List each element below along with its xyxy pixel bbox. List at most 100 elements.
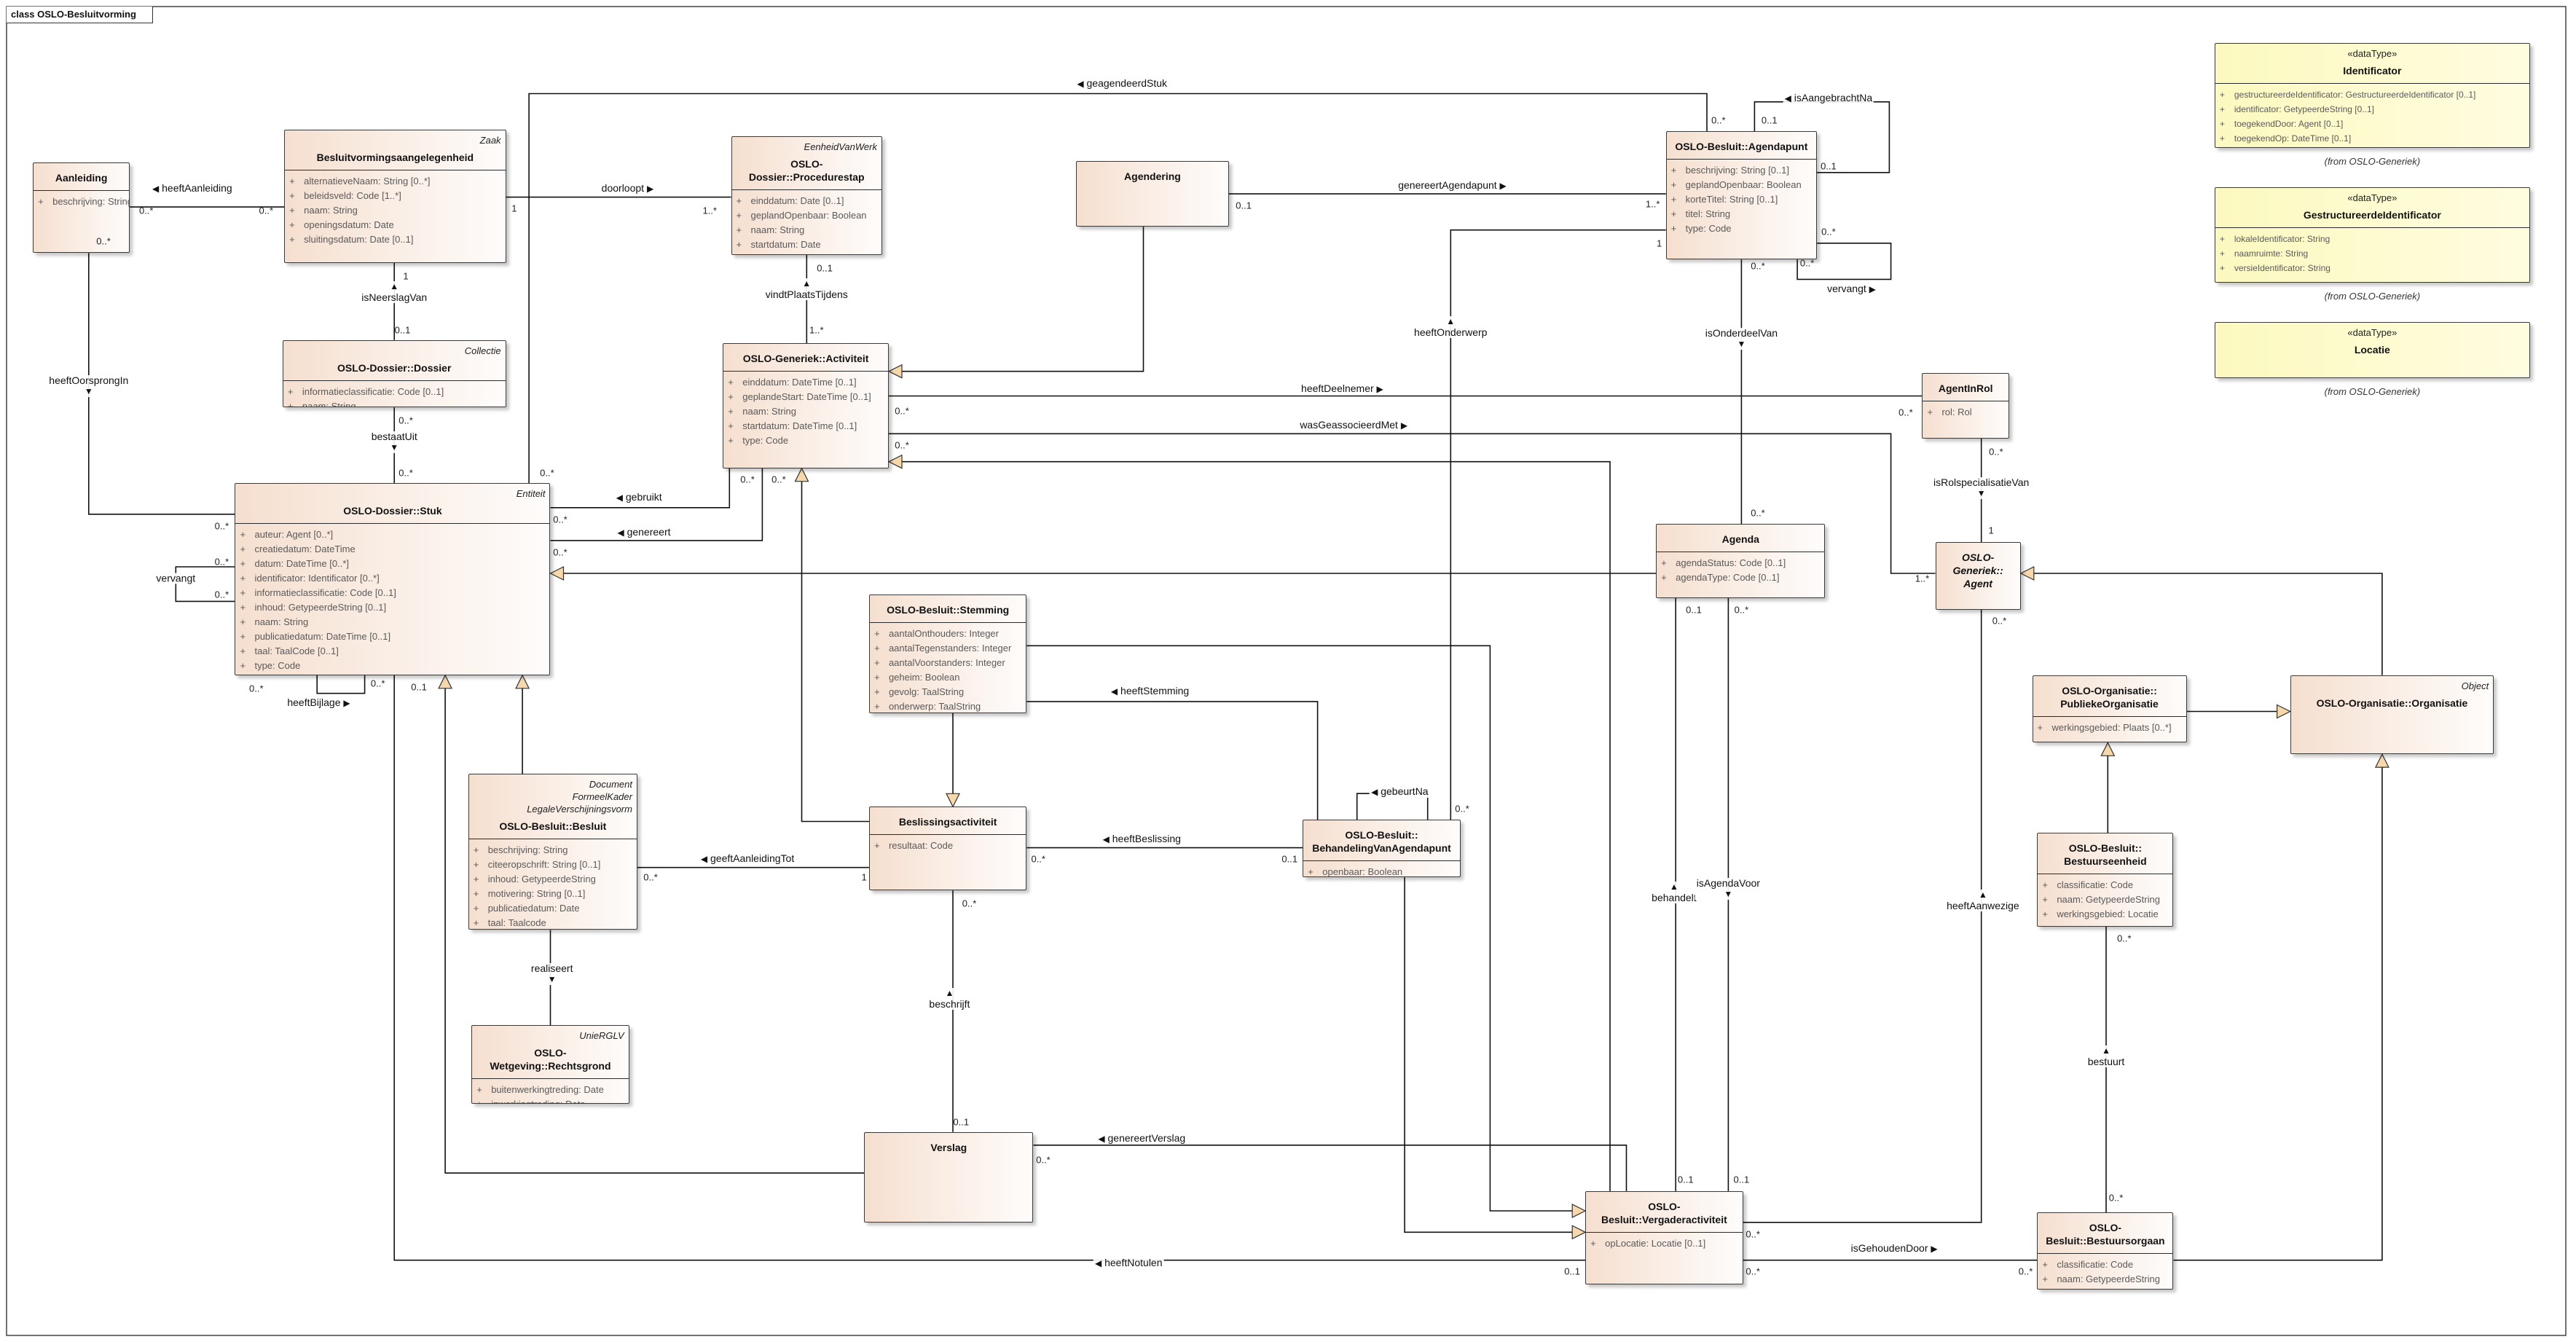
association-name: vindtPlaatsTijdens	[765, 288, 848, 300]
multiplicity-label: 0..1	[1686, 604, 1702, 616]
class-oslo-besluit-stemming[interactable]: OSLO-Besluit::Stemming+aantalOnthouders:…	[868, 595, 1027, 713]
class-header: OSLO-Besluit::Vergaderactiviteit	[1586, 1192, 1743, 1233]
visibility-public-marker: +	[736, 224, 742, 236]
class-name: OSLO-Dossier::Stuk	[343, 504, 442, 517]
class-header: Aanleiding	[34, 163, 130, 192]
multiplicity-label: 0..*	[138, 205, 154, 216]
direction-arrow-left-icon: ◀	[1371, 786, 1378, 797]
class-header: OSLO-Besluit:: BehandelingVanAgendapunt	[1303, 820, 1460, 862]
visibility-public-marker: +	[240, 630, 246, 642]
class-oslo-besluit-vergaderactiviteit[interactable]: OSLO-Besluit::Vergaderactiviteit+opLocat…	[1585, 1190, 1743, 1285]
class-attribute: +naam: GetypeerdeString	[2042, 892, 2168, 907]
class-attribute: +aantalVoorstanders: Integer	[874, 656, 1021, 670]
class-attribute: +rol: Rol	[1927, 405, 2004, 420]
visibility-public-marker: +	[240, 659, 246, 671]
attribute-text: geplandeStart: DateTime [0..1]	[742, 391, 871, 403]
class-attribute: +openbaar: Boolean	[1308, 865, 1455, 876]
class-stereotype: UnieRGLV	[579, 1030, 624, 1042]
multiplicity-label: 0..*	[1751, 260, 1765, 272]
datatype-gestructureerdeidentificator[interactable]: «dataType»GestructureerdeIdentificator+l…	[2214, 187, 2530, 283]
multiplicity-label: 1	[1657, 238, 1662, 249]
association-name: heeftAanleiding	[162, 182, 232, 195]
association-line-vervangt	[1796, 242, 1892, 280]
class-name: OSLO-Wetgeving::Rechtsgrond	[490, 1047, 611, 1072]
multiplicity-label: 1	[861, 871, 867, 883]
class-attribute: +classificatie: Code	[2042, 878, 2168, 892]
visibility-public-marker: +	[1661, 557, 1667, 569]
class-oslo-besluit-agendapunt[interactable]: OSLO-Besluit::Agendapunt+beschrijving: S…	[1665, 131, 1818, 260]
association-line-genereertverslag	[1033, 1145, 1627, 1191]
visibility-public-marker: +	[873, 686, 880, 698]
class-header: OSLO-Besluit::Stemming	[869, 595, 1026, 624]
class-attributes: +lokaleIdentificator: String+naamruimte:…	[2215, 228, 2529, 279]
association-name: beschrijft	[929, 998, 970, 1011]
class-verslag[interactable]: Verslag	[864, 1131, 1034, 1223]
visibility-public-marker: +	[289, 176, 295, 187]
class-beslissingsactiviteit[interactable]: Beslissingsactiviteit+resultaat: Code	[868, 807, 1027, 891]
association-name: heeftNotulen	[1104, 1257, 1163, 1269]
multiplicity-label: 0..1	[1564, 1266, 1580, 1277]
class-name: Locatie	[2354, 343, 2390, 356]
attribute-text: inwerkingtreding: Date	[491, 1099, 585, 1103]
class-attribute: +type: Code	[240, 659, 545, 673]
class-oslo-generiek-activiteit[interactable]: OSLO-Generiek::Activiteit+einddatum: Dat…	[723, 343, 889, 468]
class-attributes: +aantalOnthouders: Integer+aantalTegenst…	[870, 623, 1026, 712]
attribute-text: sluitingsdatum: Date [0..1]	[304, 234, 414, 246]
class-oslo-generiek-agent[interactable]: OSLO-Generiek:: Agent	[1935, 542, 2021, 610]
visibility-public-marker: +	[287, 385, 294, 397]
class-oslo-besluit-behandelingvanagendapunt[interactable]: OSLO-Besluit:: BehandelingVanAgendapunt+…	[1303, 820, 1461, 878]
association-name: wasGeassocieerdMet	[1300, 419, 1398, 431]
visibility-public-marker: +	[240, 601, 246, 613]
visibility-public-marker: +	[473, 917, 479, 929]
class-oslo-organisatie-publiekeorganisatie[interactable]: OSLO-Organisatie:: PubliekeOrganisatie+w…	[2032, 675, 2187, 743]
visibility-public-marker: +	[473, 859, 479, 871]
package-origin-note: (from OSLO-Generiek)	[2324, 291, 2421, 302]
class-attribute: +lokaleIdentificator: String	[2220, 232, 2525, 246]
class-attributes: +resultaat: Code	[870, 835, 1026, 857]
datatype-locatie[interactable]: «dataType»Locatie	[2214, 321, 2530, 378]
class-agenda[interactable]: Agenda+agendaStatus: Code [0..1]+agendaT…	[1656, 524, 1826, 598]
visibility-public-marker: +	[1670, 165, 1677, 176]
attribute-text: agendaStatus: Code [0..1]	[1676, 557, 1786, 569]
class-attribute: +aantalOnthouders: Integer	[874, 627, 1021, 641]
class-name: OSLO-Besluit::Besluit	[499, 820, 607, 833]
direction-arrow-down-icon: ▼	[1737, 338, 1746, 349]
class-aanleiding[interactable]: Aanleiding+beschrijving: String	[33, 162, 130, 254]
class-oslo-besluit-bestuursorgaan[interactable]: OSLO-Besluit::Bestuursorgaan+classificat…	[2037, 1212, 2174, 1290]
association-name: gebruikt	[625, 491, 662, 503]
attribute-text: geheim: Boolean	[888, 672, 960, 683]
multiplicity-label: 0..*	[249, 683, 264, 694]
association-line-geagendeerdstuk	[528, 93, 1708, 483]
class-stereotype: Zaak	[479, 135, 501, 146]
visibility-public-marker: +	[473, 844, 479, 856]
class-agentinrol[interactable]: AgentInRol+rol: Rol	[1922, 372, 2009, 439]
class-attribute: +motivering: String [0..1]	[474, 887, 632, 901]
class-oslo-besluit-bestuurseenheid[interactable]: OSLO-Besluit:: Bestuurseenheid+classific…	[2037, 833, 2174, 927]
visibility-public-marker: +	[240, 572, 246, 584]
class-name: OSLO-Dossier::Dossier	[337, 361, 452, 374]
class-header: OSLO-Besluit::Bestuursorgaan	[2038, 1213, 2173, 1255]
multiplicity-label: 0..1	[1821, 160, 1837, 172]
multiplicity-label: 0..1	[953, 1116, 970, 1128]
class-attributes: +classificatie: Code+naam: GetypeerdeStr…	[2038, 1254, 2172, 1289]
class-attribute: +naam: String	[728, 404, 884, 419]
class-attribute: +beschrijving: String [0..1]	[1671, 163, 1812, 178]
datatype-identificator[interactable]: «dataType»Identificator+gestructureerdeI…	[2214, 42, 2530, 148]
direction-arrow-right-icon: ▶	[1931, 1243, 1938, 1254]
multiplicity-label: 0..*	[1898, 407, 1913, 418]
class-attribute: +classificatie: Code	[2042, 1257, 2168, 1272]
attribute-text: naam: String	[254, 616, 309, 627]
attribute-text: publicatiedatum: DateTime [0..1]	[254, 630, 391, 642]
visibility-public-marker: +	[736, 195, 742, 207]
class-agendering[interactable]: Agendering	[1076, 160, 1229, 227]
class-header: OSLO-Organisatie:: PubliekeOrganisatie	[2033, 676, 2186, 717]
class-attribute: +startdatum: DateTime [0..1]	[728, 419, 884, 433]
